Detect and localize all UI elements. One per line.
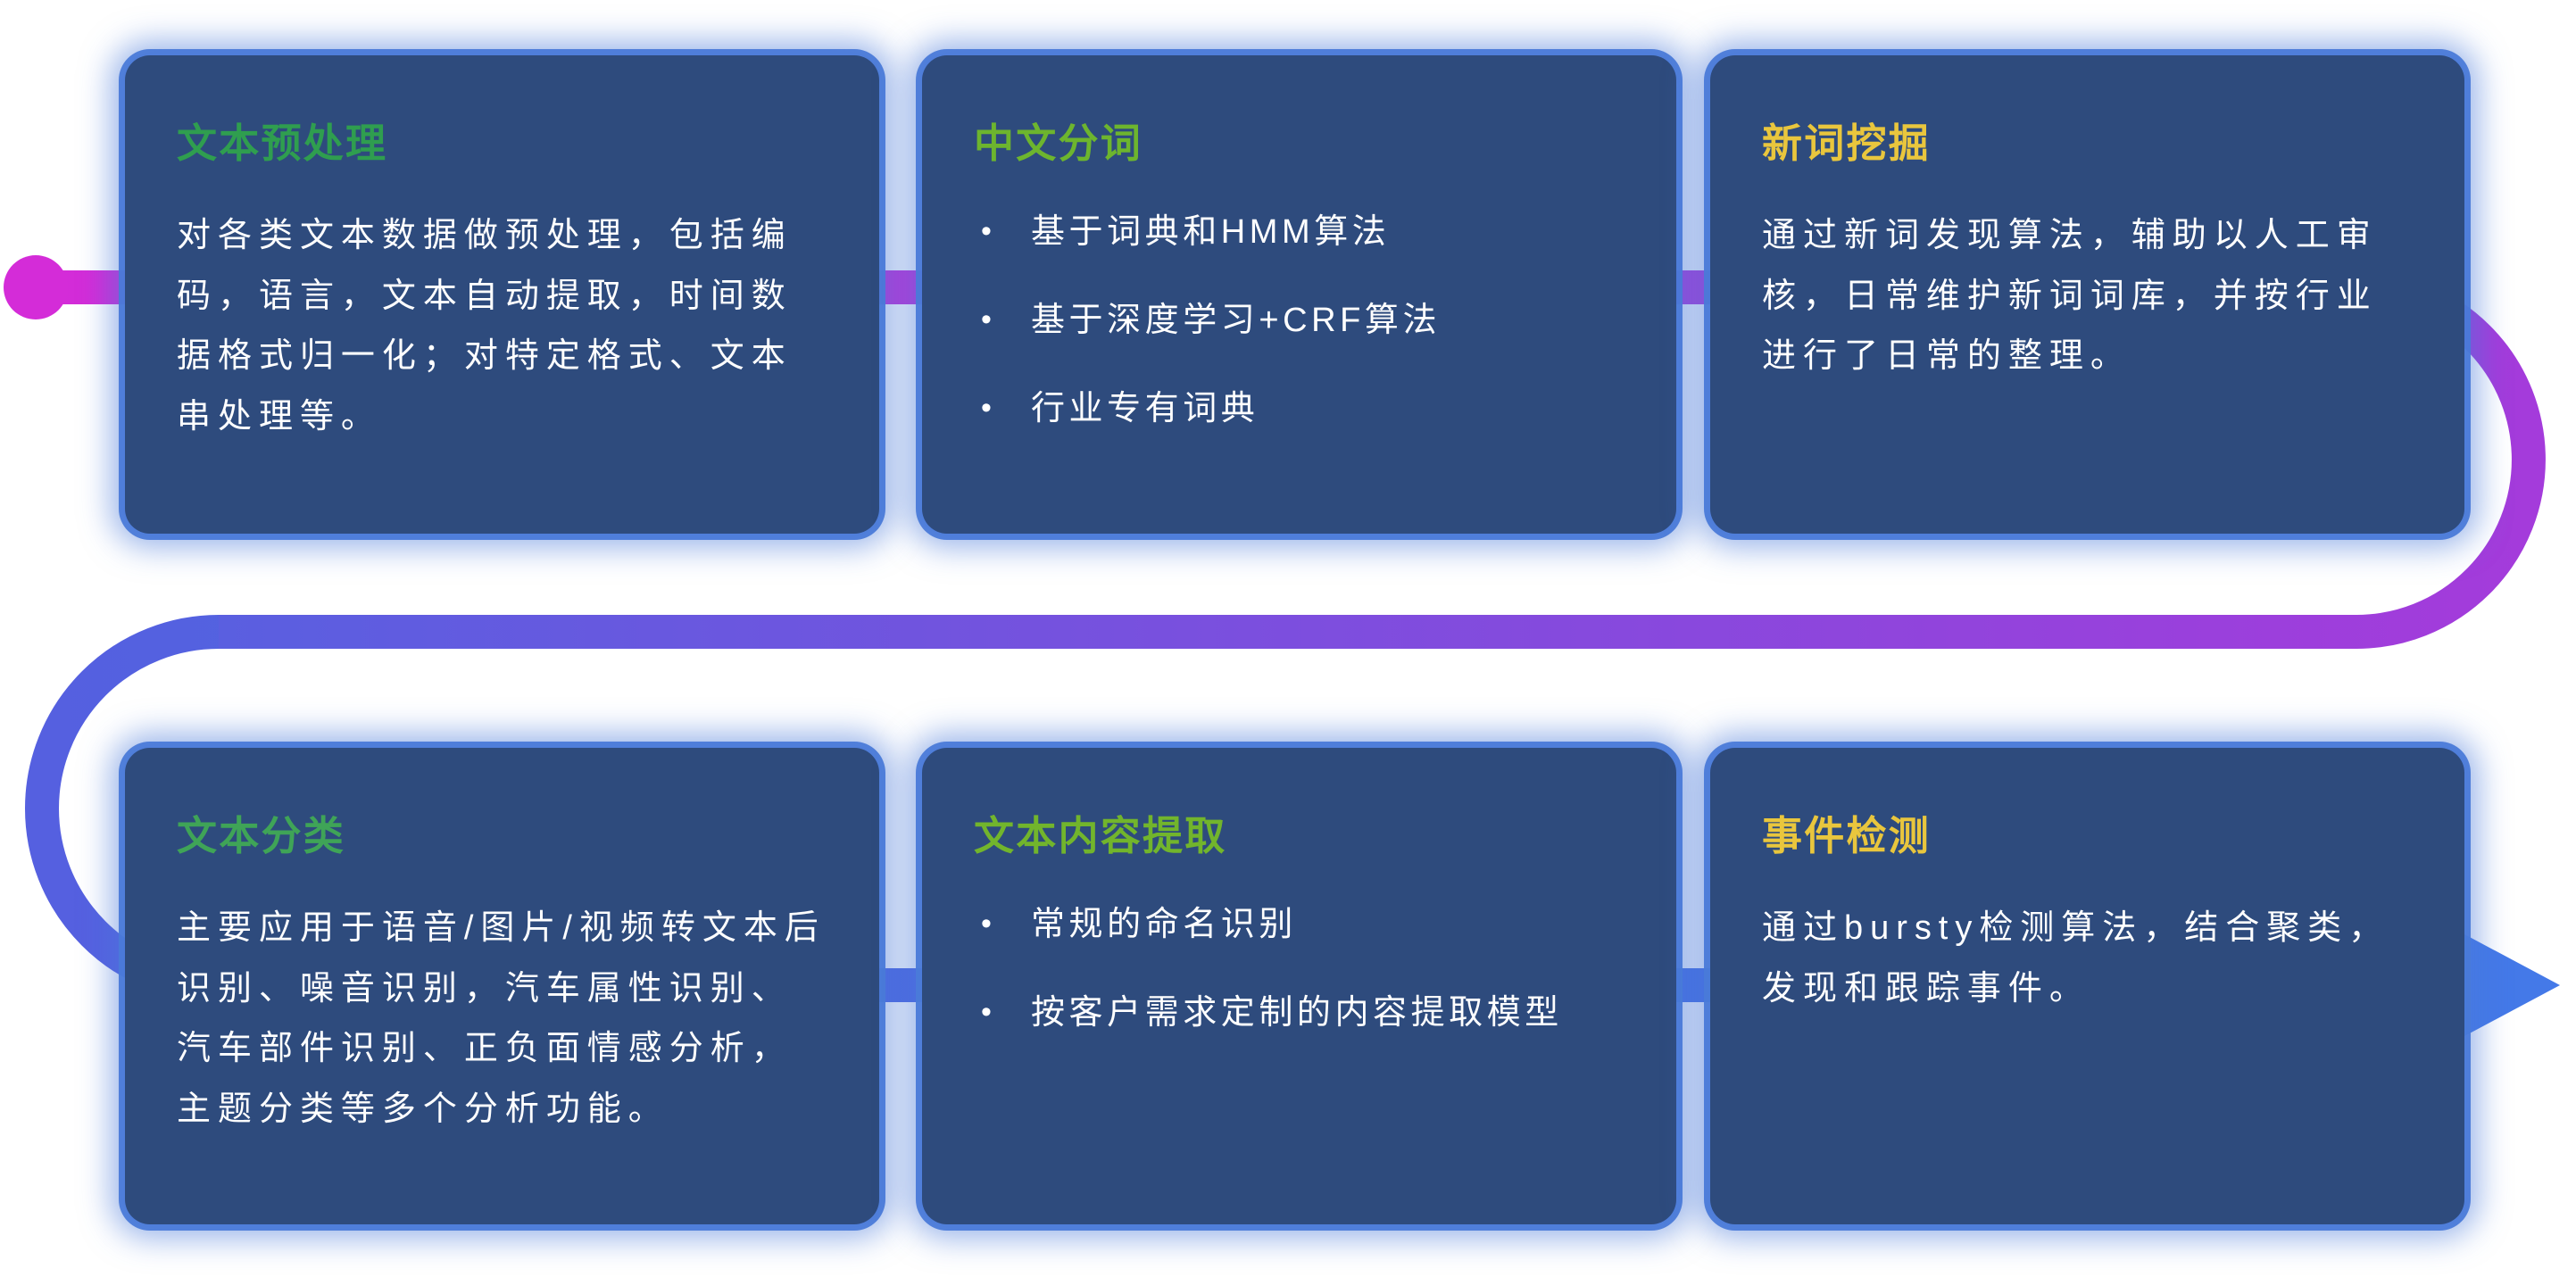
- bullet-text: 基于词典和HMM算法: [1031, 213, 1391, 251]
- bullet-icon: •: [981, 994, 996, 1029]
- card-text-classification: 文本分类 主要应用于语音/图片/视频转文本后识别、噪音识别，汽车属性识别、汽车部…: [125, 748, 879, 1224]
- card-title: 文本分类: [177, 813, 346, 858]
- list-item: • 行业专有词典: [974, 383, 1625, 435]
- card-text-preprocessing: 文本预处理 对各类文本数据做预处理，包括编码，语言，文本自动提取，时间数据格式归…: [125, 55, 879, 534]
- card-body-text: 对各类文本数据做预处理，包括编码，语言，文本自动提取，时间数据格式归一化；对特定…: [177, 217, 793, 435]
- card-bullet-list: • 常规的命名识别 • 按客户需求定制的内容提取模型: [974, 899, 1625, 1040]
- list-item: • 常规的命名识别: [974, 899, 1625, 951]
- card-title: 中文分词: [974, 120, 1143, 166]
- card-chinese-word-segmentation: 中文分词 • 基于词典和HMM算法 • 基于深度学习+CRF算法 • 行业专有词…: [922, 55, 1676, 534]
- bullet-text: 基于深度学习+CRF算法: [1031, 301, 1442, 339]
- card-title: 新词挖掘: [1762, 120, 1932, 166]
- bullet-icon: •: [981, 390, 996, 425]
- card-event-detection: 事件检测 通过bursty检测算法，结合聚类，发现和跟踪事件。: [1710, 748, 2464, 1224]
- bullet-icon: •: [981, 302, 996, 336]
- card-body-text: 通过bursty检测算法，结合聚类，发现和跟踪事件。: [1762, 909, 2390, 1008]
- bullet-icon: •: [981, 214, 996, 248]
- pipe-start-dot: [4, 255, 68, 319]
- list-item: • 基于深度学习+CRF算法: [974, 294, 1625, 347]
- card-content-extraction: 文本内容提取 • 常规的命名识别 • 按客户需求定制的内容提取模型: [922, 748, 1676, 1224]
- bullet-text: 按客户需求定制的内容提取模型: [1031, 993, 1563, 1032]
- bullet-icon: •: [981, 907, 996, 941]
- card-title: 文本内容提取: [974, 813, 1227, 858]
- card-title: 事件检测: [1762, 813, 1932, 858]
- list-item: • 按客户需求定制的内容提取模型: [974, 987, 1625, 1040]
- card-title: 文本预处理: [177, 120, 388, 166]
- list-item: • 基于词典和HMM算法: [974, 206, 1625, 259]
- bullet-text: 常规的命名识别: [1031, 906, 1297, 943]
- card-body-text: 通过新词发现算法，辅助以人工审核，日常维护新词词库，并按行业进行了日常的整理。: [1762, 217, 2378, 376]
- card-bullet-list: • 基于词典和HMM算法 • 基于深度学习+CRF算法 • 行业专有词典: [974, 206, 1625, 435]
- pipe-arrowhead-icon: [2453, 928, 2560, 1042]
- card-new-word-mining: 新词挖掘 通过新词发现算法，辅助以人工审核，日常维护新词词库，并按行业进行了日常…: [1710, 55, 2464, 534]
- bullet-text: 行业专有词典: [1031, 389, 1259, 427]
- card-body-text: 主要应用于语音/图片/视频转文本后识别、噪音识别，汽车属性识别、汽车部件识别、正…: [177, 909, 826, 1128]
